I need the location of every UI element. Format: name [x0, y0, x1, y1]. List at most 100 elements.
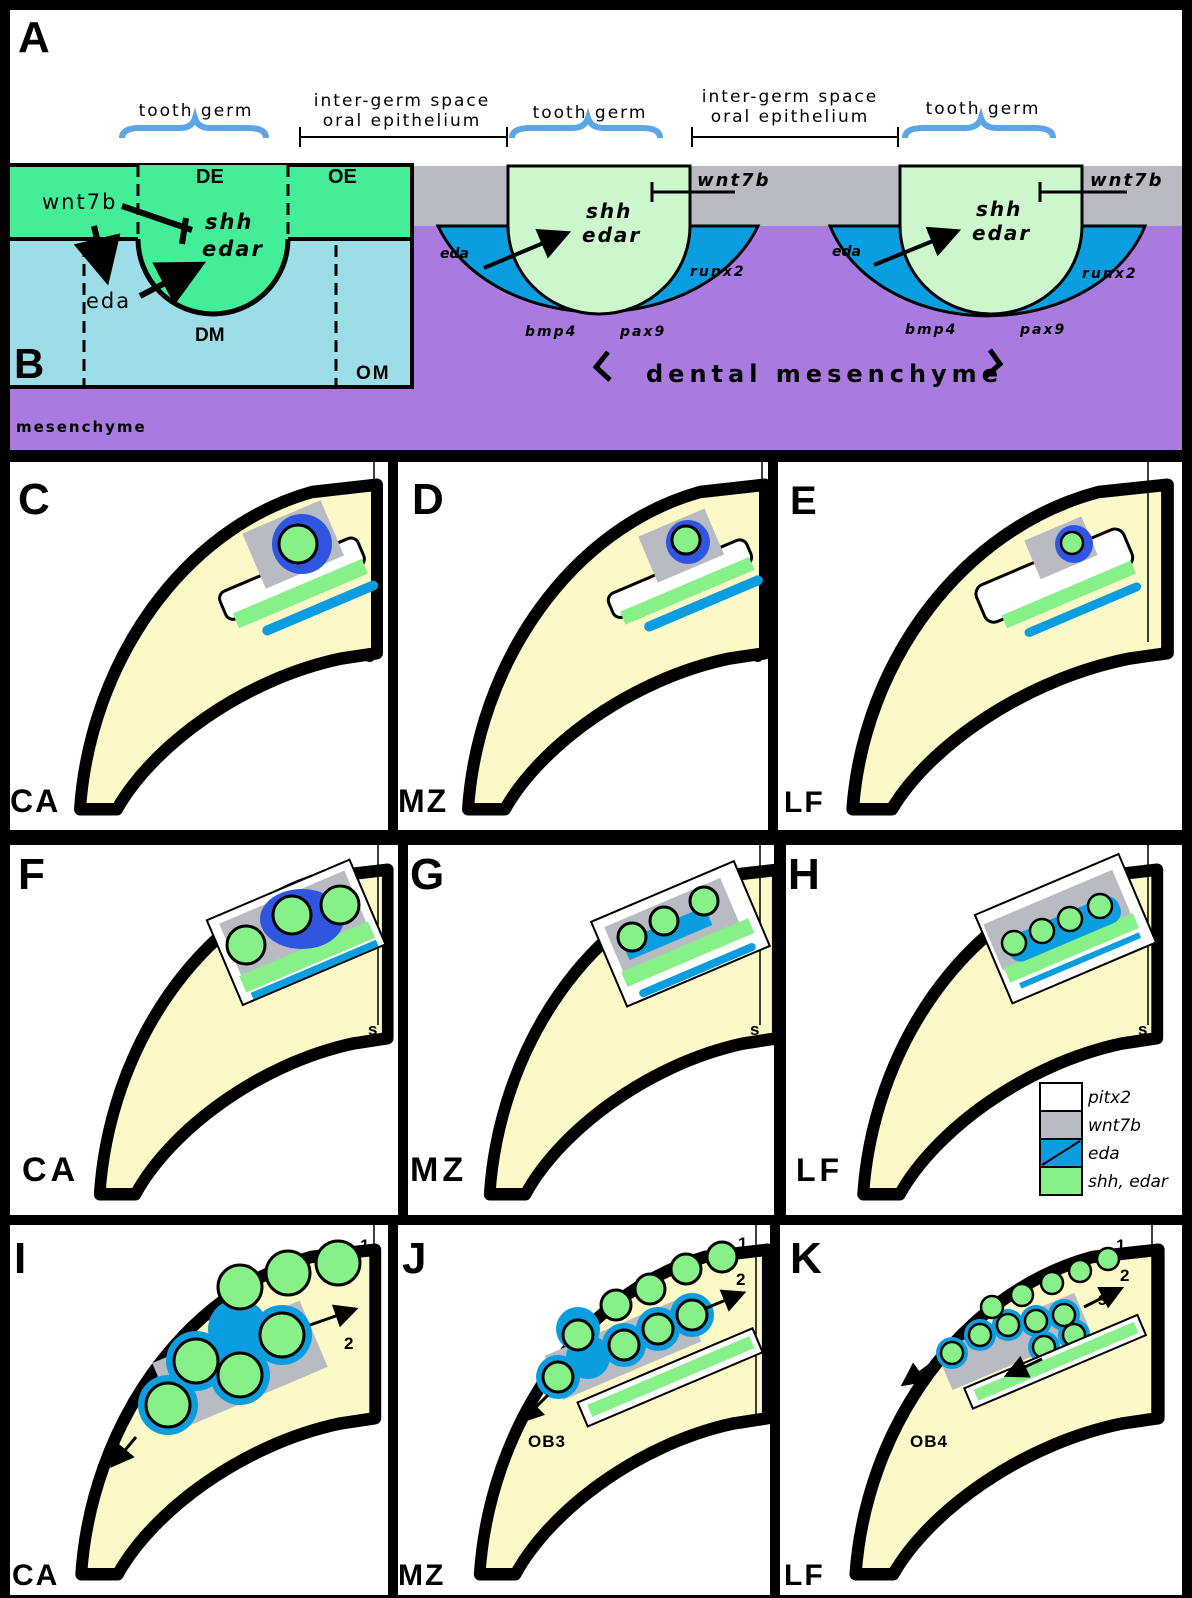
legend: pitx2 wnt7b eda shh, edar	[1039, 1082, 1169, 1196]
arrow-icon	[110, 1436, 138, 1468]
panel-e: E s LF	[778, 462, 1182, 830]
tooth-germ-circle	[258, 1311, 306, 1359]
wnt7b-band	[1082, 166, 1182, 226]
gene-label-edar: edar	[582, 223, 641, 247]
panel-a: A tooth germ tooth germ tooth germ inter…	[10, 10, 1182, 450]
shh-band	[232, 558, 369, 629]
species-label: CA	[12, 1559, 59, 1592]
tooth-germ-circle	[669, 1252, 703, 1286]
number-label: 2	[344, 1334, 353, 1353]
legend-label-eda: eda	[1088, 1144, 1120, 1164]
number-label: 1	[738, 1234, 747, 1253]
tooth-germ-circle	[216, 1263, 264, 1311]
tooth-germ-circle	[995, 1312, 1021, 1338]
legend-swatch-wnt7b	[1039, 1110, 1083, 1140]
tooth-germ-circle	[616, 921, 648, 953]
shh-band	[621, 918, 755, 987]
panel-letter: D	[412, 475, 444, 524]
oe-label: OE	[328, 166, 357, 188]
legend-label-wnt7b: wnt7b	[1088, 1116, 1141, 1136]
eda-band	[644, 575, 763, 632]
arrow-icon	[519, 1393, 550, 1424]
eda-band	[1019, 932, 1142, 989]
tooth-germ-circle	[216, 1351, 264, 1399]
shh-band	[1001, 560, 1137, 629]
number-label: 3	[1098, 1292, 1106, 1309]
eda-band	[1024, 582, 1142, 637]
gene-label-eda: eda	[832, 244, 861, 260]
span-bar	[299, 127, 508, 147]
inter-germ-label: inter-germ space	[702, 87, 878, 107]
activation-arrow-icon	[873, 226, 962, 267]
shh-band	[1003, 913, 1140, 983]
gene-label-pax9: pax9	[619, 324, 666, 340]
tooth-germ-circle	[670, 524, 702, 556]
panel-letter: J	[402, 1234, 426, 1283]
panel-g: G s MZ	[408, 845, 778, 1215]
panel-k: K 1 2 3 OB4 s LF	[780, 1225, 1182, 1595]
brace-icon	[902, 107, 1056, 139]
arrow-icon	[1003, 1355, 1043, 1378]
panel-i: I 1 2 s CA	[10, 1225, 388, 1595]
inhibition-icon	[650, 182, 735, 202]
inhibition-icon	[121, 203, 193, 233]
curved-arrow-icon	[592, 350, 612, 382]
panel-letter: I	[14, 1234, 26, 1283]
species-label: LF	[796, 1152, 843, 1188]
gene-label-runx2: runx2	[1082, 266, 1138, 282]
species-label: CA	[10, 783, 60, 819]
gene-label-wnt7b: wnt7b	[697, 170, 770, 191]
panel-letter: H	[788, 850, 820, 899]
gene-label-wnt7b: wnt7b	[42, 190, 117, 214]
dm-label: DM	[195, 325, 225, 346]
wnt7b-band	[690, 166, 900, 226]
s-label: s	[750, 1020, 759, 1039]
tooth-germ-shape	[506, 164, 692, 316]
gene-label-pax9: pax9	[1019, 322, 1066, 338]
gene-label-eda: eda	[440, 246, 469, 262]
tooth-germ-label: tooth germ	[139, 101, 254, 121]
tooth-germ-circle	[144, 1381, 192, 1429]
species-label: LF	[784, 1559, 825, 1592]
s-label: s	[746, 1410, 755, 1429]
s-label: s	[368, 1020, 377, 1039]
ob-label: OB3	[528, 1432, 566, 1451]
tooth-germ-circle	[271, 894, 313, 936]
mesenchyme-label: mesenchyme	[16, 418, 147, 436]
panel-c: C s CA	[10, 462, 388, 830]
panel-letter: F	[18, 850, 45, 899]
tooth-germ-circle	[1056, 905, 1084, 933]
ob-label: OB4	[910, 1432, 948, 1451]
tooth-germ-circle	[264, 1249, 312, 1297]
s-label: s	[1138, 1020, 1147, 1039]
tooth-germ-circle	[705, 1240, 739, 1274]
panel-b: DE OE DM OM wnt7b shh edar eda B	[6, 163, 414, 389]
dental-mesenchyme-label: dental mesenchyme	[646, 360, 1003, 388]
tooth-germ-circle	[967, 1322, 993, 1348]
species-label: MZ	[410, 1151, 467, 1189]
eda-band	[250, 939, 379, 1000]
tooth-germ-circle	[1000, 929, 1028, 957]
inter-germ-label: inter-germ space	[314, 91, 490, 111]
gene-label-shh: shh	[586, 199, 632, 223]
span-bar	[691, 127, 899, 147]
activation-arrow-icon	[483, 229, 572, 270]
gene-label-shh: shh	[205, 210, 253, 234]
arrow-icon	[1083, 1286, 1125, 1309]
shh-band	[587, 1336, 755, 1417]
om-label: OM	[356, 363, 391, 384]
tooth-germ-circle	[225, 924, 267, 966]
brace-icon	[509, 107, 663, 139]
inter-germ-label: oral epithelium	[711, 107, 870, 127]
tooth-germ-circle	[979, 1294, 1005, 1320]
tooth-germ-circle	[277, 523, 319, 565]
arrow-icon	[309, 1304, 359, 1328]
tooth-germ-circle	[1028, 917, 1056, 945]
number-label: 2	[736, 1270, 745, 1289]
tooth-germ-circle	[1067, 1258, 1093, 1284]
number-label: 1	[360, 1236, 369, 1255]
tooth-germ-circle	[675, 1298, 709, 1332]
tooth-germ-circle	[1086, 892, 1114, 920]
panel-j: J 1 2 OB3 s MZ	[398, 1225, 770, 1595]
activation-arrow-icon	[138, 261, 206, 306]
